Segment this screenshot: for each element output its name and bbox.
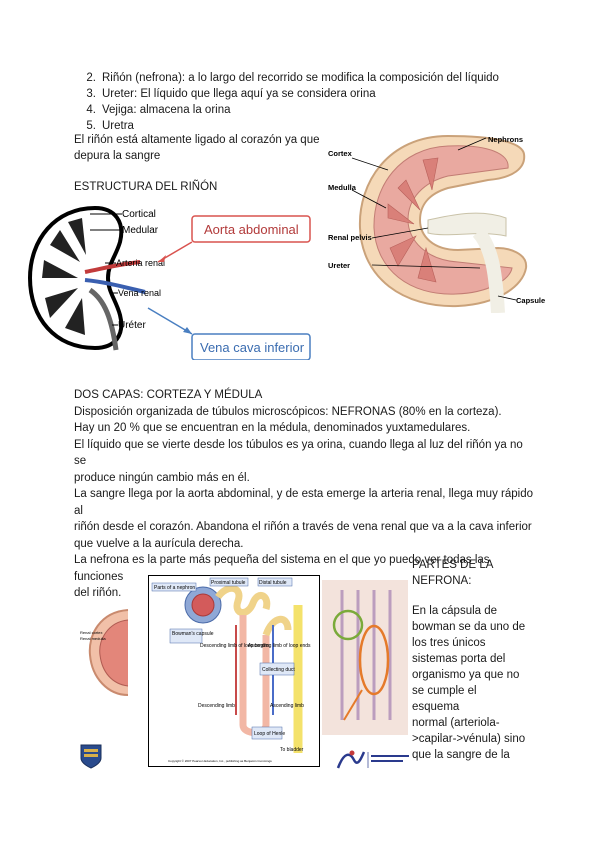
list-item: 4.Vejiga: almacena la orina [86,104,231,116]
numbered-list: 2.Riñón (nefrona): a lo largo del recorr… [74,70,499,134]
label-ascending: Ascending limb [270,703,304,709]
right-line: >capilar->vénula) sino [412,733,526,745]
pyramid-shape [42,260,78,278]
body-p3b: produce ningún cambio más en él. [74,471,250,484]
highlight-circle-orange [358,624,390,696]
copyright-text: Copyright © 2007 Pearson Education, Inc.… [168,759,272,763]
label-vena-renal: Vena renal [118,288,161,298]
right-line: sistemas porta del [412,653,506,665]
list-item: 3.Ureter: El líquido que llega aquí ya s… [86,88,376,100]
label-arteria-renal: Arteria renal [116,258,165,268]
label-cortex: Cortex [328,149,353,158]
kidney-anatomy-illustration: Cortex Medulla Renal pelvis Ureter Nephr… [328,134,545,313]
body-p4b: riñón desde el corazón. Abandona el riñó… [74,521,532,533]
faculty-logo-icon [336,750,409,769]
label-collecting: Collecting duct [262,667,295,673]
nephron-diagram: Parts of a nephron Proximal tubule Dista… [148,575,320,767]
right-line: organismo ya que no [412,669,520,681]
renal-pelvis-shape [427,212,507,237]
right-line: que la sangre de la [412,749,510,761]
label-asc-ends: Ascending limb of loop ends [248,643,311,649]
pyramid-shape [68,218,86,255]
right-title-2: NEFRONA: [412,575,472,587]
right-column-text: PARTES DE LA NEFRONA: En la cápsula de b… [412,557,527,763]
svg-text:Renal cortex: Renal cortex [80,630,102,635]
medulla-pyramid-shape [387,157,439,283]
body-p4c: que vuelve a la aurícula derecha. [74,537,244,550]
body-text: DOS CAPAS: CORTEZA Y MÉDULA Disposición … [74,387,534,602]
arrow-head-icon [183,327,192,334]
label-desc-begins: Descending limb of loop begins [200,643,270,649]
body-p4a: La sangre llega por la aorta abdominal, … [74,488,533,517]
list-item-text: Ureter: El líquido que llega aquí ya se … [102,88,376,100]
kidney-cortex-shape [373,145,513,295]
label-distal: Distal tubule [259,580,287,586]
label-renal-pelvis: Renal pelvis [328,233,372,242]
pyramid-shape [65,298,85,335]
right-line: bowman se da uno de [412,621,526,633]
svg-text:Renal medulla: Renal medulla [80,636,106,641]
list-item: 2.Riñón (nefrona): a lo largo del recorr… [86,72,499,84]
label-proximal: Proximal tubule [211,580,246,586]
body-p3a: El líquido que se vierte desde los túbul… [74,438,523,468]
label-parts-of-nephron: Parts of a nephron [154,585,195,591]
intro-line-1: El riñón está altamente ligado al corazó… [74,134,320,146]
aorta-label: Aorta abdominal [204,222,299,237]
body-heading: DOS CAPAS: CORTEZA Y MÉDULA [74,389,263,401]
intro-line-2: depura la sangre [74,150,161,162]
kidney-schematic-diagram: Cortical Medular Arteria renal Vena rena… [27,205,311,360]
list-item: 5.Uretra [86,120,134,132]
pointer-arrow-icon [343,689,363,721]
pyramid-shape [45,288,78,318]
ureter-shape [472,227,505,313]
pyramid-shape [50,230,80,262]
list-item-text: Riñón (nefrona): a lo largo del recorrid… [102,72,499,84]
label-ureter: Uréter [118,320,146,331]
kidney-thumbnail: Renal cortex Renal medulla [80,609,129,696]
label-descending: Descending limb [198,703,235,709]
highlight-circle-green [332,609,364,641]
body-p1: Disposición organizada de túbulos micros… [74,405,502,418]
renal-artery-shape [84,260,141,274]
label-medular: Medular [122,225,159,236]
label-cortical: Cortical [122,209,156,220]
cava-label: Vena cava inferior [200,340,305,355]
renal-vein-shape [84,278,146,294]
label-nephrons: Nephrons [488,135,523,144]
label-medulla: Medulla [328,183,357,192]
label-bladder: To bladder [280,747,304,753]
nephron-micrograph [322,580,408,735]
cava-box [191,333,311,360]
label-capsule: Capsule [516,296,545,305]
proximal-tubule-shape [215,584,271,616]
label-bowmans: Bowman's capsule [172,631,214,637]
list-item-text: Uretra [102,120,134,132]
right-line: En la cápsula de [412,605,498,617]
body-p5a: La nefrona es la parte más pequeña del s… [74,554,490,583]
arrow-head-icon [158,255,166,262]
right-title-1: PARTES DE LA [412,559,494,571]
ureter-shape [88,287,119,351]
distal-tubule-shape [262,615,292,637]
right-line: se cumple el esquema [412,685,477,713]
body-p5b: del riñón. [74,587,122,599]
list-item-text: Vejiga: almacena la orina [102,104,231,116]
glomerulus-shape [191,593,215,617]
label-loop: Loop of Henle [254,731,285,737]
right-line: normal (arteriola- [412,717,500,729]
body-p2: Hay un 20 % que se encuentran en la médu… [74,422,471,434]
section-title: ESTRUCTURA DEL RIÑÓN [74,181,218,193]
right-line: los tres únicos [412,637,486,649]
label-ureter-photo: Ureter [328,261,350,270]
university-logo-icon [80,744,102,769]
aorta-box [191,215,311,243]
